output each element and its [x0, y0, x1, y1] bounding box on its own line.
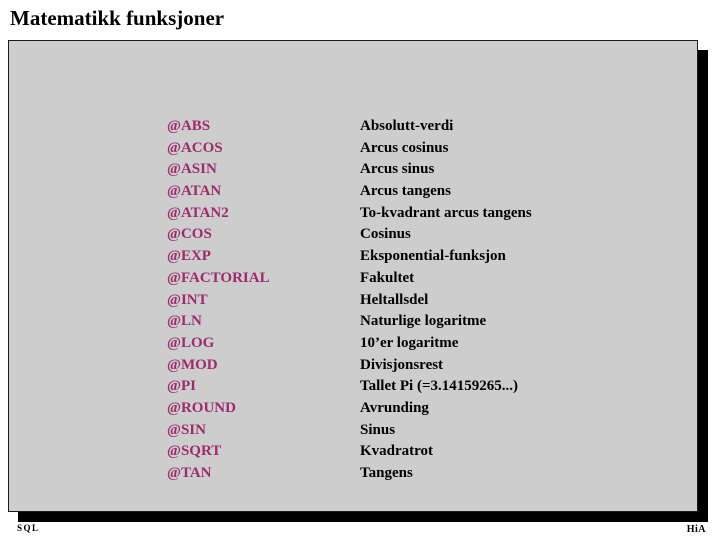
function-description: Kvadratrot [360, 443, 434, 460]
function-row: @LOG 10’er logaritme [167, 333, 687, 355]
function-row: @FACTORIAL Fakultet [167, 268, 687, 290]
function-row: @ASIN Arcus sinus [167, 159, 687, 181]
function-description: Tallet Pi (=3.14159265...) [360, 378, 518, 395]
function-name: @SIN [167, 421, 206, 438]
function-name: @ROUND [167, 399, 236, 416]
function-description: Eksponential-funksjon [360, 248, 506, 265]
function-description: Avrunding [360, 399, 429, 416]
function-description: Arcus tangens [360, 183, 451, 200]
function-row: @ABS Absolutt-verdi [167, 116, 687, 138]
function-row: @ATAN Arcus tangens [167, 181, 687, 203]
footer-hia-label: HiA [686, 524, 706, 535]
function-name: @ATAN2 [167, 204, 229, 221]
function-name: @SQRT [167, 443, 222, 460]
function-name: @TAN [167, 465, 212, 481]
function-name: @PI [167, 378, 196, 395]
function-name: @COS [167, 226, 212, 243]
function-name: @LOG [167, 334, 215, 351]
slide-title: Matematikk funksjoner [10, 6, 225, 30]
function-name: @MOD [167, 356, 218, 373]
function-name: @ABS [167, 118, 211, 134]
function-row: @LN Naturlige logaritme [167, 311, 687, 333]
function-description: Cosinus [360, 226, 411, 243]
function-row: @SIN Sinus [167, 420, 687, 442]
function-row: @PI Tallet Pi (=3.14159265...) [167, 376, 687, 398]
function-description: Naturlige logaritme [360, 313, 487, 330]
function-description: Absolutt-verdi [360, 118, 454, 134]
content-panel: @ABS Absolutt-verdi @ACOS Arcus cosinus … [8, 40, 698, 512]
function-description: Fakultet [360, 269, 415, 286]
function-row: @MOD Divisjonsrest [167, 355, 687, 377]
function-row: @EXP Eksponential-funksjon [167, 246, 687, 268]
function-row: @ATAN2 To-kvadrant arcus tangens [167, 203, 687, 225]
function-description: Arcus cosinus [360, 139, 449, 156]
function-description: Divisjonsrest [360, 356, 444, 373]
function-name: @EXP [167, 248, 211, 265]
function-description: Heltallsdel [360, 291, 429, 308]
function-row: @COS Cosinus [167, 224, 687, 246]
footer-sql-label: SQL [17, 523, 40, 533]
function-description: Sinus [360, 421, 396, 438]
function-row: @SQRT Kvadratrot [167, 441, 687, 463]
function-name: @FACTORIAL [167, 269, 270, 286]
function-list: @ABS Absolutt-verdi @ACOS Arcus cosinus … [167, 116, 687, 485]
function-name: @ACOS [167, 139, 223, 156]
function-description: Tangens [360, 465, 413, 481]
function-row: @INT Heltallsdel [167, 290, 687, 312]
function-row: @ACOS Arcus cosinus [167, 138, 687, 160]
function-description: Arcus sinus [360, 161, 435, 178]
function-name: @ATAN [167, 183, 222, 200]
function-description: To-kvadrant arcus tangens [360, 204, 532, 221]
function-description: 10’er logaritme [360, 334, 459, 351]
function-row: @ROUND Avrunding [167, 398, 687, 420]
function-row: @TAN Tangens [167, 463, 687, 485]
function-name: @INT [167, 291, 208, 308]
function-name: @LN [167, 313, 202, 330]
function-name: @ASIN [167, 161, 217, 178]
